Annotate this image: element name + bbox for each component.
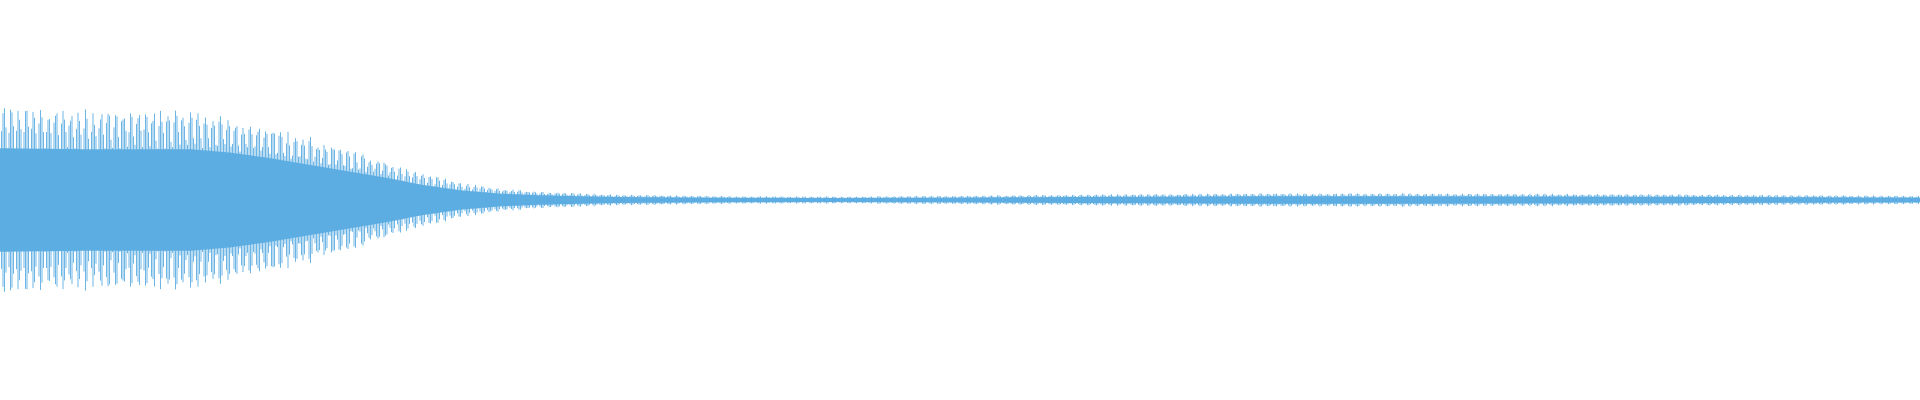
waveform-bars xyxy=(0,108,1920,292)
